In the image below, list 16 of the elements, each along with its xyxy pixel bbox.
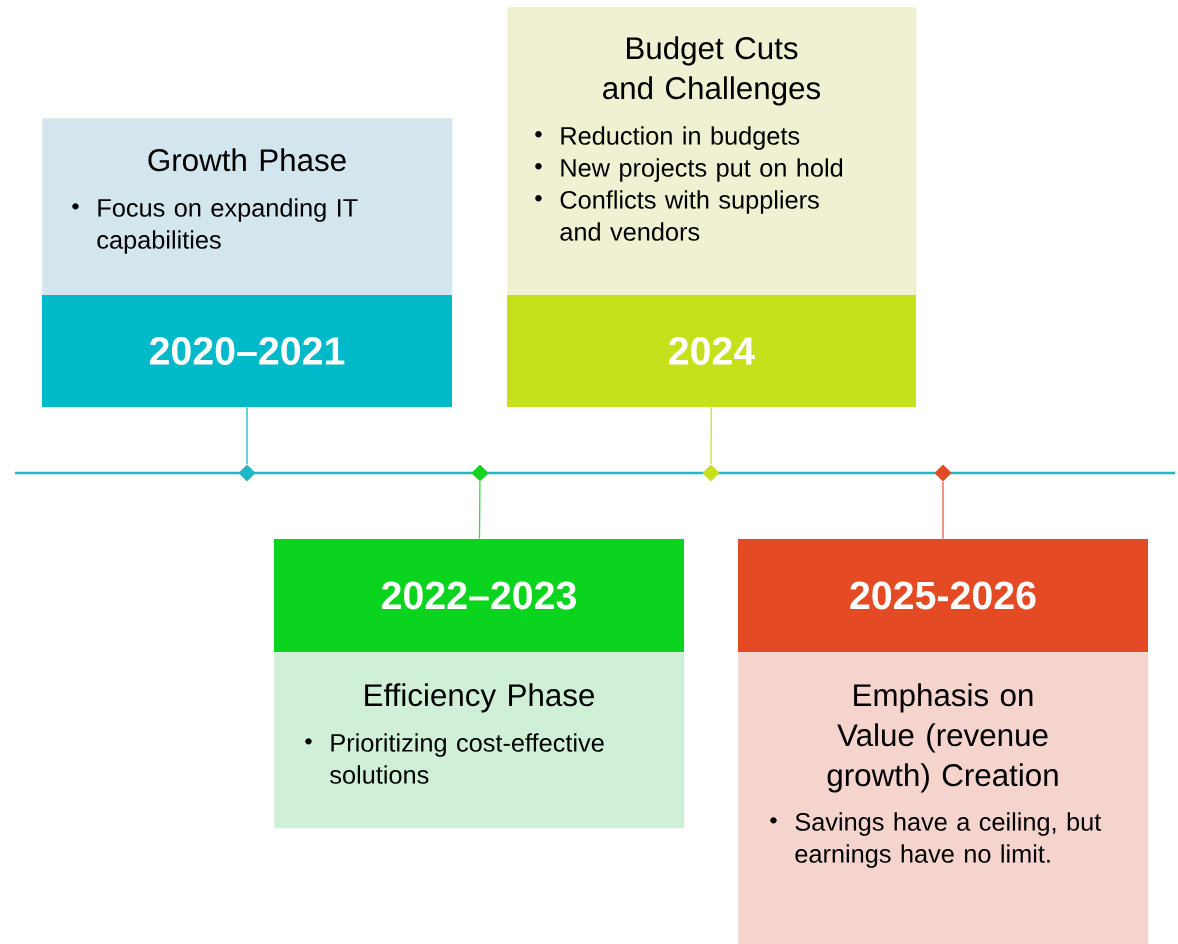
year-band: 2024 — [506, 295, 917, 407]
phase-card: Growth Phase Focus on expanding IT capabilities — [42, 118, 453, 296]
phase-card: Efficiency Phase Prioritizing cost-effective solutions — [274, 652, 685, 829]
timeline-marker — [238, 464, 256, 482]
phase-card: Budget Cuts and Challenges Reduction in budgets New projects put on hold Conflicts with suppliers and vendors — [507, 7, 917, 296]
timeline-marker — [471, 464, 489, 482]
connector-line — [942, 481, 944, 540]
phase-card: Emphasis on Value (revenue growth) Creation Savings have a ceiling, but earnings have no limit. — [738, 652, 1149, 944]
connector-line — [710, 406, 712, 465]
connector-line — [246, 406, 248, 465]
timeline-marker — [702, 464, 720, 482]
year-band: 2025-2026 — [738, 538, 1148, 653]
year-band: 2020–2021 — [42, 295, 452, 407]
year-band: 2022–2023 — [274, 538, 684, 653]
connector-line — [478, 481, 481, 540]
timeline-marker — [934, 464, 952, 482]
